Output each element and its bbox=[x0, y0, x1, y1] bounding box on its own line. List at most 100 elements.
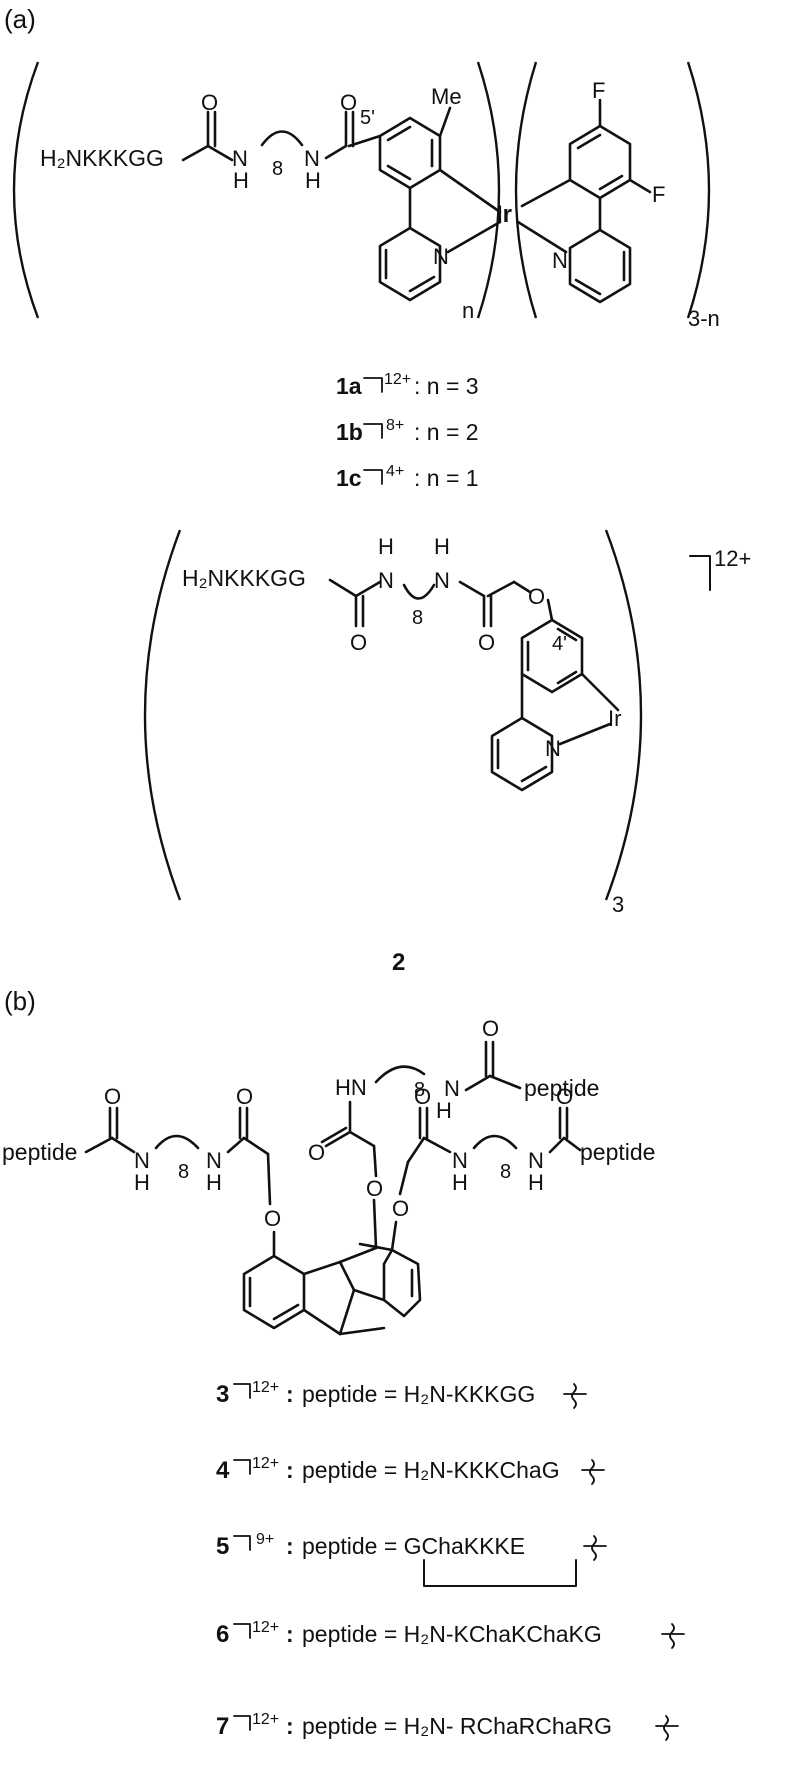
paren-right-1 bbox=[476, 61, 501, 319]
o-top: O bbox=[482, 1016, 499, 1041]
colon: : bbox=[286, 1533, 294, 1559]
compound-6: 6 12+ : peptide = H₂N-KChaKChaKG bbox=[216, 1619, 685, 1649]
compound-list-1: 1a 12+ : n = 3 1b 8+ : n = 2 1c 4+ : n =… bbox=[336, 371, 479, 491]
o-right-2: O bbox=[556, 1084, 573, 1109]
paren-left-1b bbox=[514, 61, 538, 319]
carbonyl-o-2a: O bbox=[350, 630, 367, 655]
n-top: N bbox=[444, 1076, 460, 1101]
compound-condition: : n = 1 bbox=[414, 465, 479, 491]
paren-left-2 bbox=[143, 529, 182, 901]
charge-bracket bbox=[233, 1715, 251, 1731]
paren-left-1 bbox=[12, 61, 40, 319]
carbonyl-o-1b: O bbox=[340, 90, 357, 115]
compound-3: 3 12+ : peptide = H₂N-KKKGG bbox=[216, 1379, 587, 1409]
compound-id: 7 bbox=[216, 1713, 229, 1740]
attachment-squiggle bbox=[583, 1535, 607, 1561]
spacer-right: 8 bbox=[500, 1161, 511, 1183]
o-left-2: O bbox=[236, 1084, 253, 1109]
amide-h-1a: H bbox=[233, 168, 249, 193]
h-left-1: H bbox=[134, 1170, 150, 1195]
n-right-2: N bbox=[528, 1148, 544, 1173]
triptycene-core bbox=[242, 1198, 422, 1336]
subscript-3: 3 bbox=[612, 892, 624, 917]
compound-text: peptide = H₂N-KKKGG bbox=[302, 1381, 535, 1407]
pyridine-n-1b: N bbox=[552, 248, 568, 273]
subscript-3-n: 3-n bbox=[688, 306, 720, 331]
panel-b-label: (b) bbox=[4, 986, 36, 1016]
peptide-right: peptide bbox=[580, 1139, 655, 1165]
amide-n-2a: N bbox=[378, 568, 394, 593]
attachment-squiggle bbox=[655, 1715, 679, 1741]
methyl-label: Me bbox=[431, 84, 462, 109]
pyridine-n-2: N bbox=[545, 736, 561, 761]
spacer-top: 8 bbox=[414, 1079, 425, 1101]
o-top-carbonyl: O bbox=[308, 1140, 325, 1165]
amide-n-2b: N bbox=[434, 568, 450, 593]
charge-label: 12+ bbox=[252, 1711, 279, 1728]
right-arm-bonds bbox=[390, 1106, 582, 1252]
hn-top: HN bbox=[335, 1075, 367, 1100]
chain-2: H₂NKKKGG bbox=[182, 565, 306, 591]
cyclic-bracket bbox=[423, 1559, 577, 1587]
compound-4: 4 12+ : peptide = H₂N-KKKChaG bbox=[216, 1455, 605, 1485]
compound-id: 6 bbox=[216, 1621, 229, 1648]
n-left-1: N bbox=[134, 1148, 150, 1173]
compound-id: 1c bbox=[336, 465, 362, 491]
colon: : bbox=[286, 1457, 294, 1483]
chain-bonds-2 bbox=[328, 578, 554, 628]
h-right-1: H bbox=[452, 1170, 468, 1195]
amide-h-2b: H bbox=[434, 534, 450, 559]
paren-right-1b bbox=[686, 61, 711, 319]
spacer-left: 8 bbox=[178, 1161, 189, 1183]
n-right-1: N bbox=[452, 1148, 468, 1173]
fluoro-label-a: F bbox=[592, 78, 605, 103]
attachment-squiggle bbox=[581, 1459, 605, 1485]
compound-id: 1a bbox=[336, 373, 362, 399]
h-top: H bbox=[436, 1098, 452, 1123]
compound-id: 1b bbox=[336, 419, 363, 445]
spacer-8-2: 8 bbox=[412, 607, 423, 629]
compound-list-b: 3 12+ : peptide = H₂N-KKKGG 4 12+ : pept… bbox=[216, 1379, 685, 1741]
charge-label: 4+ bbox=[386, 463, 404, 480]
compound-condition: : n = 2 bbox=[414, 419, 479, 445]
charge-label: 12+ bbox=[252, 1619, 279, 1636]
compound-1c: 1c 4+ : n = 1 bbox=[336, 463, 479, 491]
charge-label: 12+ bbox=[384, 371, 411, 388]
charge-bracket bbox=[233, 1535, 251, 1551]
charge-label: 8+ bbox=[386, 417, 404, 434]
spacer-8-1: 8 bbox=[272, 158, 283, 180]
compound-7: 7 12+ : peptide = H₂N- RChaRChaRG bbox=[216, 1711, 679, 1741]
amide-n-1b: N bbox=[304, 146, 320, 171]
position-5prime: 5' bbox=[360, 107, 375, 129]
amide-n-1a: N bbox=[232, 146, 248, 171]
charge-bracket bbox=[233, 1623, 251, 1639]
paren-right-2 bbox=[604, 529, 643, 901]
left-arm-bonds bbox=[84, 1106, 276, 1258]
colon: : bbox=[286, 1381, 294, 1407]
attachment-squiggle bbox=[661, 1623, 685, 1649]
compound-text: peptide = H₂N- RChaRChaRG bbox=[302, 1713, 612, 1739]
iridium-1: Ir bbox=[496, 201, 512, 228]
top-arm-bonds bbox=[320, 1040, 522, 1178]
position-4prime: 4' bbox=[552, 633, 567, 655]
charge-label: 12+ bbox=[252, 1455, 279, 1472]
charge-2: 12+ bbox=[714, 546, 751, 571]
fluoro-label-b: F bbox=[652, 182, 665, 207]
colon: : bbox=[286, 1713, 294, 1739]
compound-text: peptide = H₂N-KChaKChaKG bbox=[302, 1621, 602, 1647]
compound-id: 4 bbox=[216, 1457, 230, 1484]
amide-h-2a: H bbox=[378, 534, 394, 559]
h-right-2: H bbox=[528, 1170, 544, 1195]
compound-text: peptide = GChaKKKE bbox=[302, 1533, 525, 1559]
peptide-top: peptide bbox=[524, 1075, 599, 1101]
panel-a-label: (a) bbox=[4, 4, 36, 34]
carbonyl-o-1a: O bbox=[201, 90, 218, 115]
phenyl-ring-2 bbox=[520, 618, 620, 720]
charge-bracket-2 bbox=[689, 555, 711, 591]
compound-id: 5 bbox=[216, 1533, 229, 1560]
carbonyl-o-2b: O bbox=[478, 630, 495, 655]
subscript-n: n bbox=[462, 298, 474, 323]
colon: : bbox=[286, 1621, 294, 1647]
o-left-ether: O bbox=[264, 1206, 281, 1231]
